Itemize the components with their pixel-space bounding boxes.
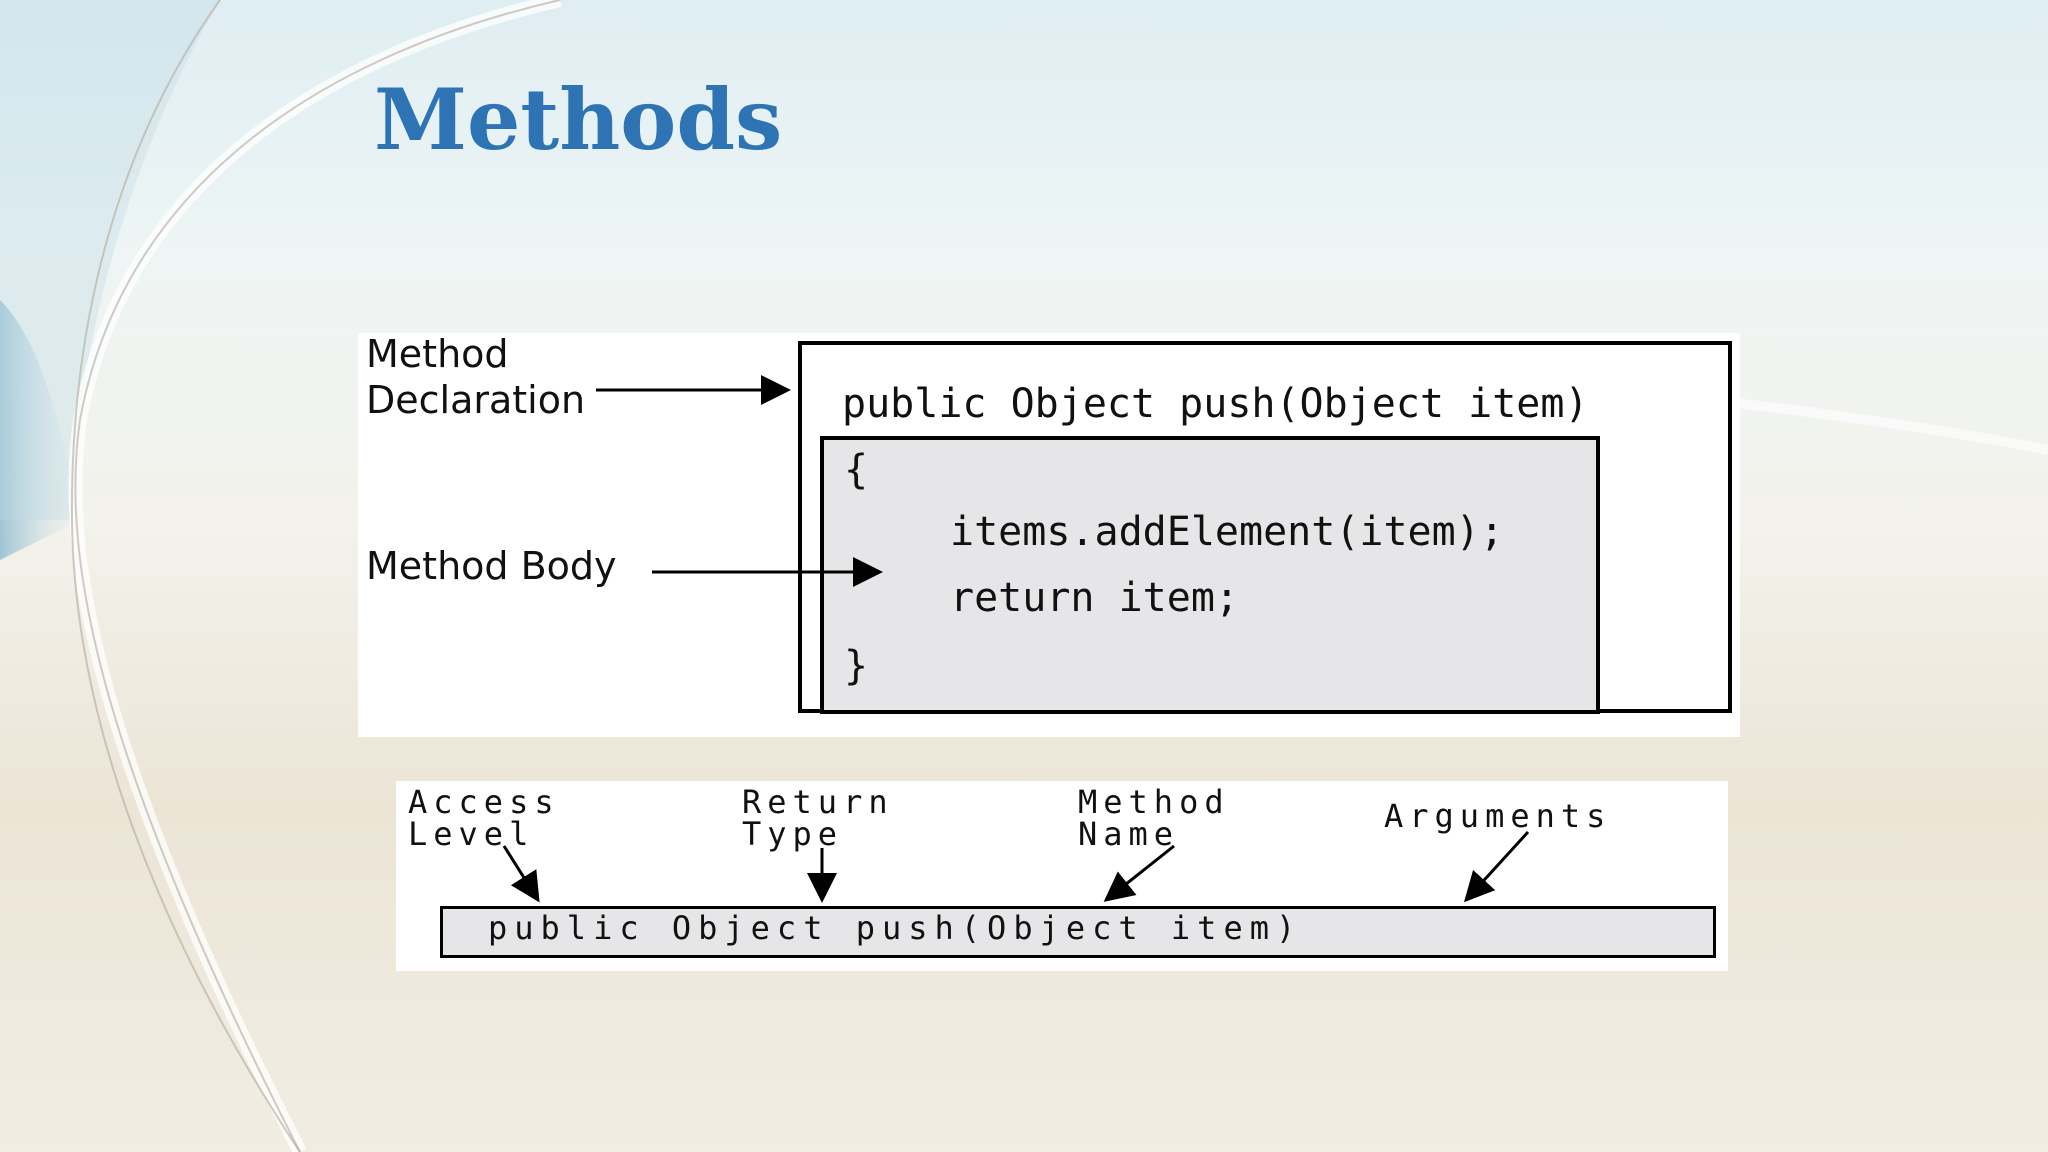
method-signature-code: public Object push(Object item) bbox=[842, 381, 1589, 427]
return-type-label: Return Type bbox=[742, 783, 894, 853]
body-line-add-element: items.addElement(item); bbox=[950, 509, 1504, 555]
method-body-box bbox=[820, 436, 1600, 714]
method-declaration-label: Method Declaration bbox=[366, 332, 586, 422]
declaration-bar bbox=[440, 906, 1716, 958]
declaration-bar-text: public Object push(Object item) bbox=[488, 909, 1303, 947]
method-name-label: Method Name bbox=[1078, 783, 1230, 853]
access-level-label: Access Level bbox=[408, 783, 560, 853]
arguments-label: Arguments bbox=[1384, 797, 1612, 835]
open-brace-code: { bbox=[844, 447, 869, 493]
close-brace-code: } bbox=[844, 643, 869, 689]
body-line-return: return item; bbox=[950, 575, 1239, 621]
slide-title: Methods bbox=[374, 70, 783, 169]
method-body-label: Method Body bbox=[366, 544, 617, 588]
